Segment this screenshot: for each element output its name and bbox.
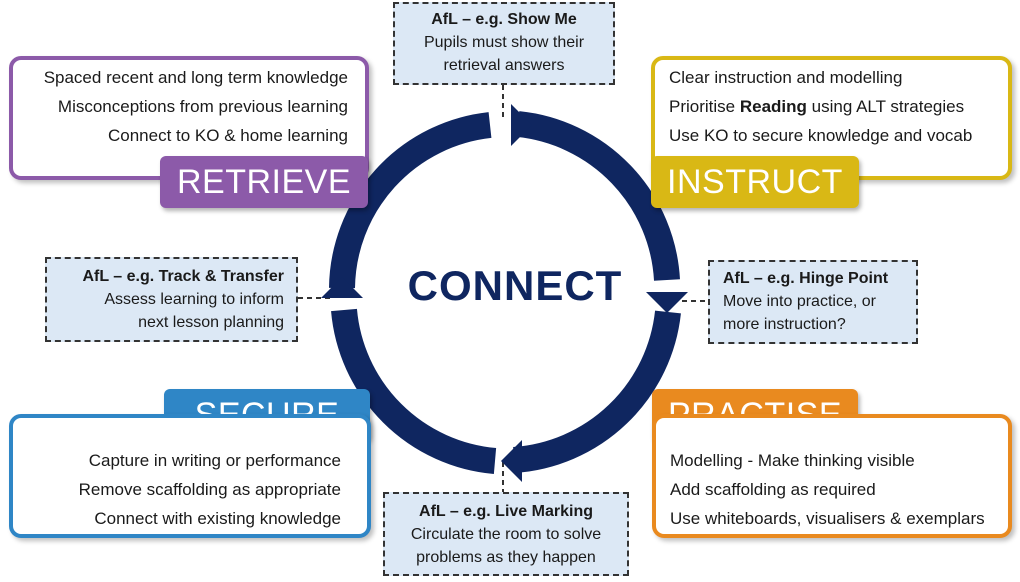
instruct-line-2-pre: Prioritise [669, 97, 740, 116]
practise-line-1: Modelling - Make thinking visible [670, 451, 915, 470]
afl-left-title: AfL – e.g. Track & Transfer [82, 268, 284, 285]
secure-box: Capture in writing or performance Remove… [9, 414, 371, 538]
practise-line-2: Add scaffolding as required [670, 480, 876, 499]
secure-line-2: Remove scaffolding as appropriate [78, 480, 341, 499]
afl-top-line-2: retrieval answers [443, 57, 565, 74]
ring-segment-top-right [516, 111, 680, 281]
secure-line-1: Capture in writing or performance [88, 451, 341, 470]
ring-arrowheads [321, 104, 688, 482]
instruct-label: INSTRUCT [651, 156, 859, 208]
afl-bottom-line-1: Circulate the room to solve [410, 526, 602, 543]
arrowhead-right [646, 292, 688, 313]
retrieve-line-1: Spaced recent and long term knowledge [43, 68, 348, 87]
afl-right-line-2: more instruction? [723, 316, 846, 333]
instruct-line-1: Clear instruction and modelling [669, 68, 903, 87]
afl-left-line-1: Assess learning to inform [104, 291, 284, 308]
afl-top-line-1: Pupils must show their [423, 34, 585, 51]
center-label: CONNECT [407, 262, 623, 309]
instruct-line-2-post: using ALT strategies [806, 97, 965, 116]
instruct-line-3: Use KO to secure knowledge and vocab [669, 126, 973, 145]
afl-right-line-1: Move into practice, or [723, 293, 876, 310]
ring [329, 111, 681, 474]
instruct-line-2-bold: Reading [739, 97, 807, 116]
retrieve-line-3: Connect to KO & home learning [107, 126, 348, 145]
afl-bottom-box: AfL – e.g. Live Marking Circulate the ro… [383, 492, 629, 576]
arrowhead-bottom [501, 440, 522, 482]
afl-top-box: AfL – e.g. Show Me Pupils must show thei… [393, 2, 615, 85]
instruct-line-2: Prioritise Reading using ALT strategies [669, 92, 1008, 121]
afl-bottom-title: AfL – e.g. Live Marking [419, 503, 593, 520]
afl-left-box: AfL – e.g. Track & Transfer Assess learn… [45, 257, 298, 342]
arrowhead-left [321, 277, 363, 298]
secure-line-3: Connect with existing knowledge [94, 509, 341, 528]
practise-box: Modelling - Make thinking visible Add sc… [652, 414, 1012, 538]
afl-right-title: AfL – e.g. Hinge Point [723, 270, 889, 287]
retrieve-label: RETRIEVE [160, 156, 368, 208]
arrowhead-top [511, 104, 532, 146]
ring-segment-bottom-left [331, 308, 497, 474]
afl-bottom-line-2: problems as they happen [416, 549, 596, 566]
ring-segment-top-left [329, 112, 492, 289]
afl-right-box: AfL – e.g. Hinge Point Move into practic… [708, 260, 918, 344]
retrieve-line-2: Misconceptions from previous learning [57, 97, 348, 116]
ring-segment-bottom-right [512, 310, 681, 473]
afl-left-line-2: next lesson planning [138, 314, 284, 331]
practise-line-3: Use whiteboards, visualisers & exemplars [670, 509, 985, 528]
afl-top-title: AfL – e.g. Show Me [431, 11, 577, 28]
